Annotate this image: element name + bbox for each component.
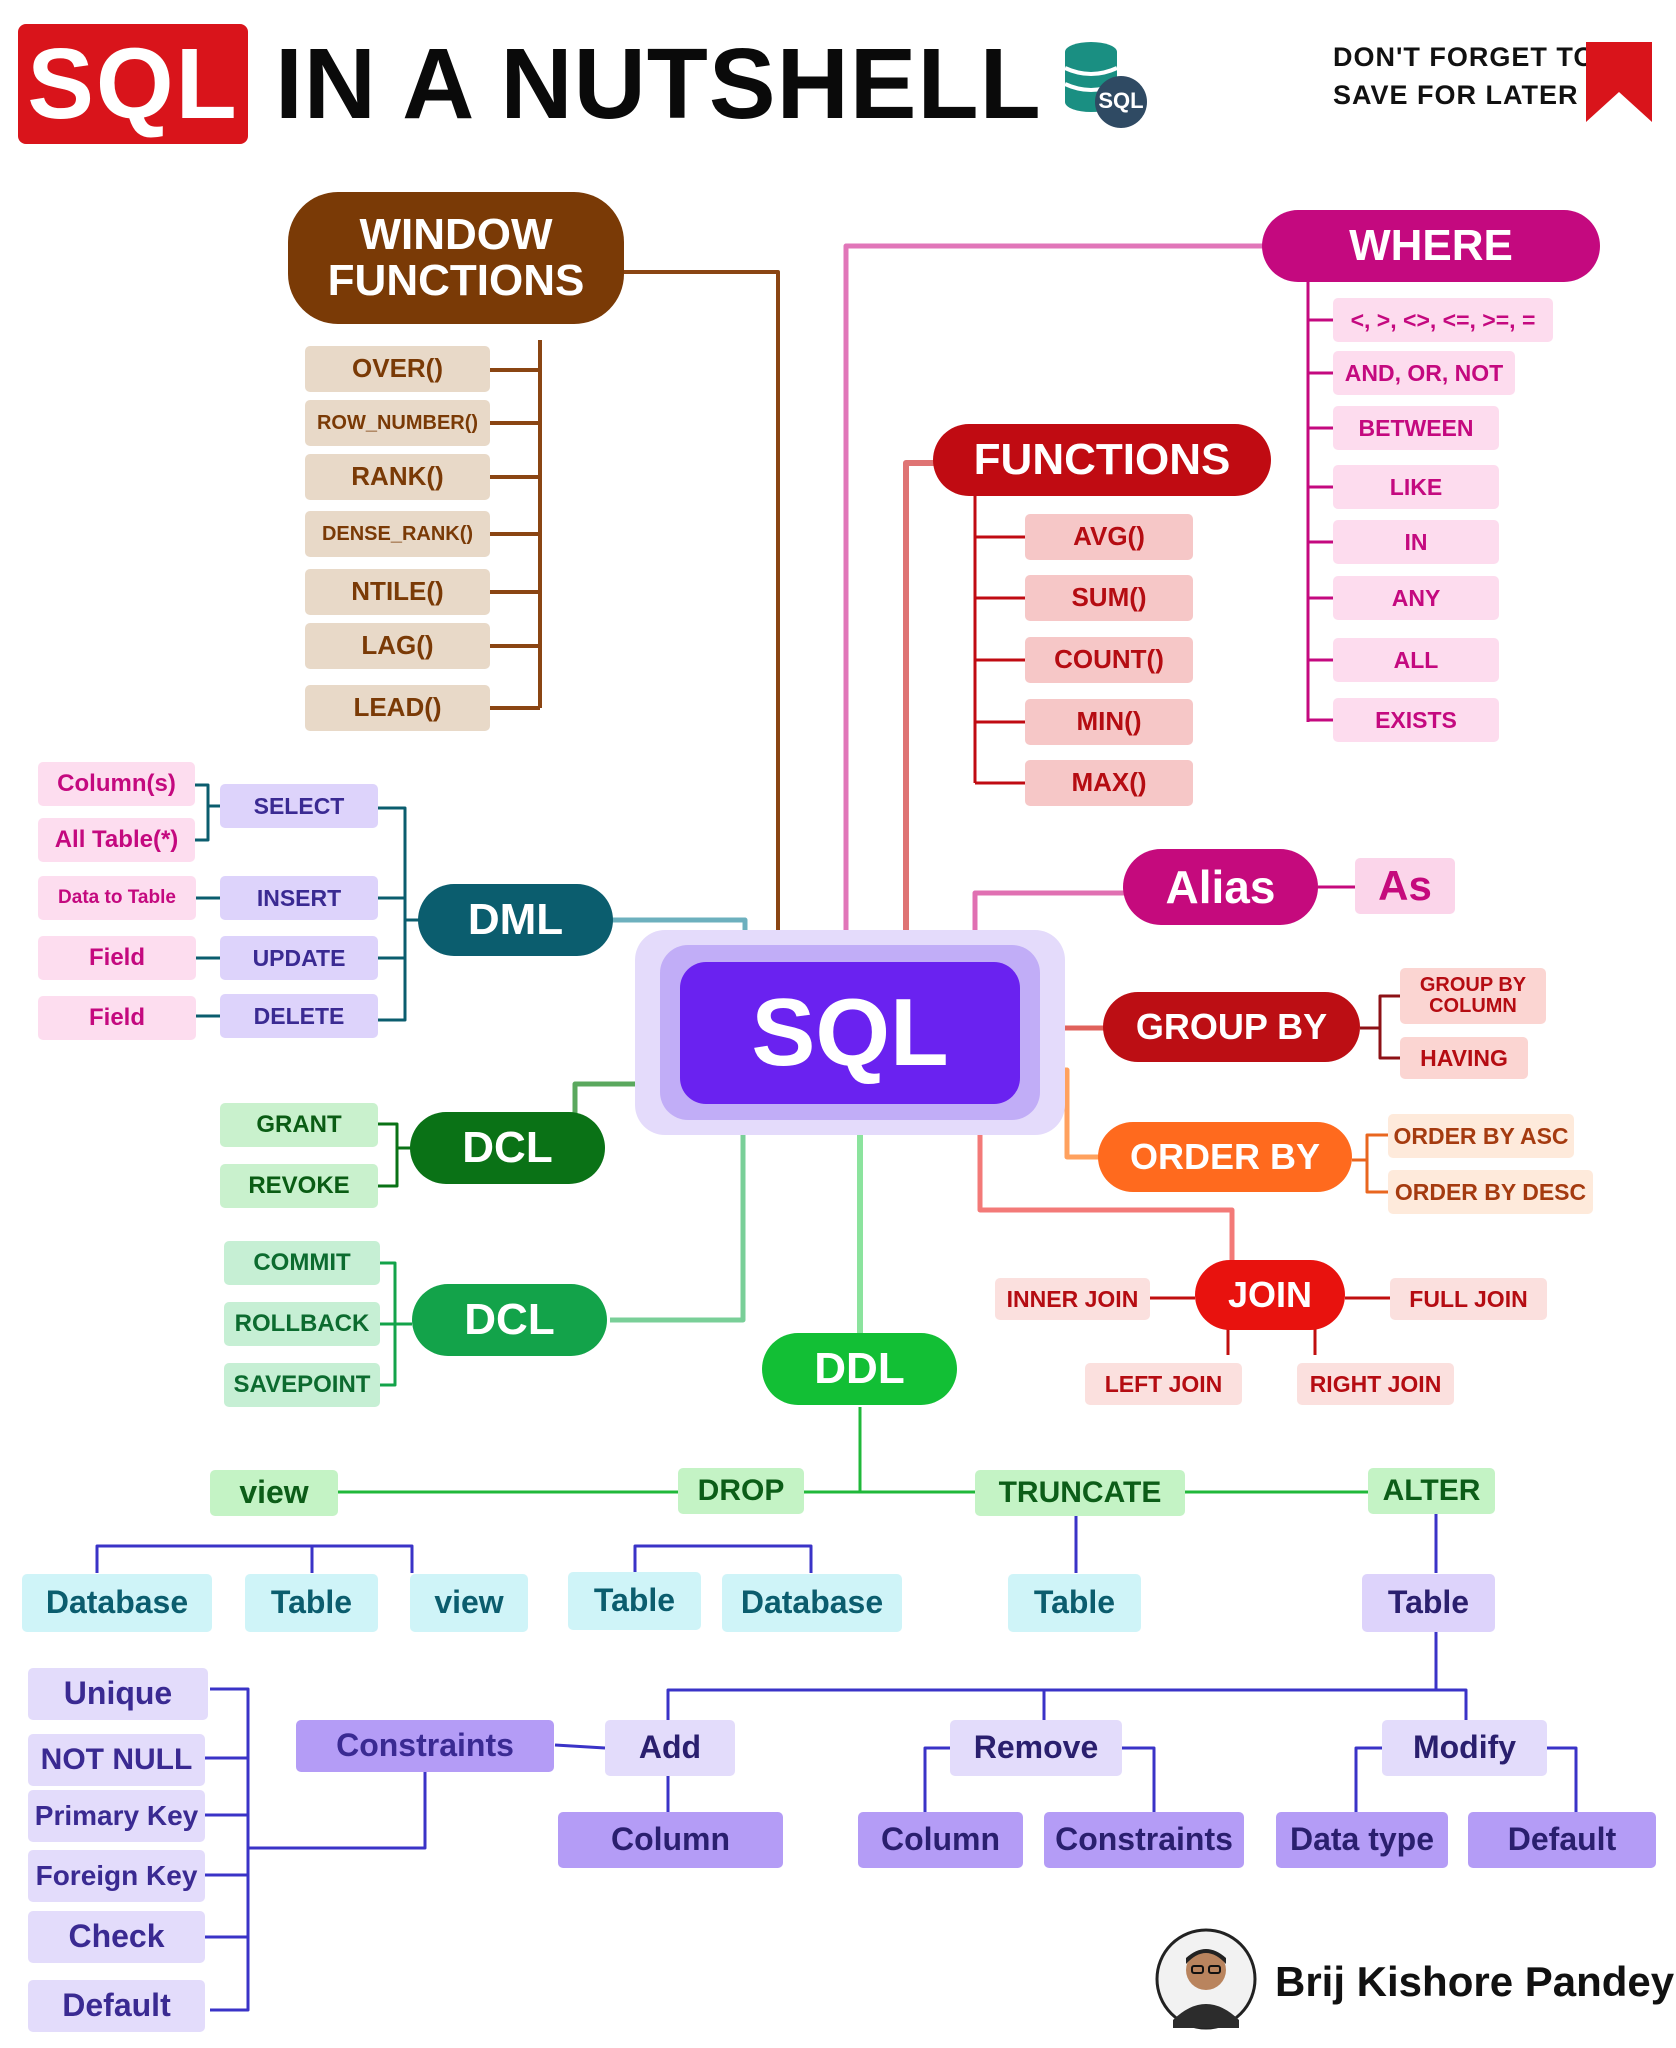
- dml-target-columns: Column(s): [38, 762, 195, 806]
- constraint-primary-key: Primary Key: [28, 1790, 205, 1842]
- title-sql-badge: SQL: [18, 24, 248, 144]
- order-by-desc: ORDER BY DESC: [1388, 1170, 1593, 1214]
- where-operators: <, >, <>, <=, >=, =: [1333, 298, 1553, 342]
- view-view: view: [410, 1574, 528, 1632]
- function-avg: AVG(): [1025, 514, 1193, 560]
- modify-data-type: Data type: [1276, 1812, 1448, 1868]
- function-max: MAX(): [1025, 760, 1193, 806]
- window-fn-dense-rank: DENSE_RANK(): [305, 511, 490, 557]
- join-node: JOIN: [1195, 1260, 1345, 1330]
- where-between: BETWEEN: [1333, 406, 1499, 450]
- alter-modify: Modify: [1382, 1720, 1547, 1776]
- drop-database: Database: [722, 1574, 902, 1632]
- ddl-alter: ALTER: [1368, 1468, 1495, 1514]
- window-fn-rank: RANK(): [305, 454, 490, 500]
- constraint-default: Default: [28, 1980, 205, 2032]
- group-by-node: GROUP BY: [1103, 992, 1360, 1062]
- dml-insert: INSERT: [220, 876, 378, 920]
- join-full: FULL JOIN: [1390, 1278, 1547, 1320]
- sql-hub: SQL: [680, 962, 1020, 1104]
- group-by-having: HAVING: [1400, 1037, 1528, 1079]
- ddl-drop: DROP: [678, 1468, 804, 1514]
- dcl-revoke: REVOKE: [220, 1164, 378, 1208]
- ddl-node: DDL: [762, 1333, 957, 1405]
- where-all: ALL: [1333, 638, 1499, 682]
- join-inner: INNER JOIN: [995, 1278, 1150, 1320]
- window-fn-ntile: NTILE(): [305, 569, 490, 615]
- dml-target-data-to-table: Data to Table: [38, 876, 196, 920]
- window-fn-row-number: ROW_NUMBER(): [305, 400, 490, 446]
- ddl-view: view: [210, 1470, 338, 1516]
- dml-target-all-table: All Table(*): [38, 818, 195, 862]
- tcl-node: DCL: [412, 1284, 607, 1356]
- functions-node: FUNCTIONS: [933, 424, 1271, 496]
- view-database: Database: [22, 1574, 212, 1632]
- tcl-commit: COMMIT: [224, 1241, 380, 1285]
- where-exists: EXISTS: [1333, 698, 1499, 742]
- dml-select: SELECT: [220, 784, 378, 828]
- order-by-asc: ORDER BY ASC: [1388, 1114, 1574, 1158]
- view-table: Table: [245, 1574, 378, 1632]
- alter-remove: Remove: [950, 1720, 1122, 1776]
- where-logical: AND, OR, NOT: [1333, 351, 1515, 395]
- constraints-node: Constraints: [296, 1720, 554, 1772]
- modify-default: Default: [1468, 1812, 1656, 1868]
- function-sum: SUM(): [1025, 575, 1193, 621]
- constraint-not-null: NOT NULL: [28, 1734, 205, 1786]
- dml-node: DML: [418, 884, 613, 956]
- dml-target-field-update: Field: [38, 936, 196, 980]
- dml-target-field-delete: Field: [38, 996, 196, 1040]
- alter-table: Table: [1362, 1574, 1495, 1632]
- add-column: Column: [558, 1812, 783, 1868]
- where-any: ANY: [1333, 576, 1499, 620]
- where-like: LIKE: [1333, 465, 1499, 509]
- author-avatar: [1155, 1928, 1257, 2030]
- author-name: Brij Kishore Pandey: [1275, 1958, 1675, 2005]
- dcl-grant: GRANT: [220, 1103, 378, 1147]
- where-node: WHERE: [1262, 210, 1600, 282]
- where-in: IN: [1333, 520, 1499, 564]
- dml-delete: DELETE: [220, 994, 378, 1038]
- window-fn-lag: LAG(): [305, 623, 490, 669]
- constraint-foreign-key: Foreign Key: [28, 1850, 205, 1902]
- alias-as: As: [1355, 858, 1455, 914]
- join-right: RIGHT JOIN: [1297, 1363, 1454, 1405]
- page-title: IN A NUTSHELL: [275, 27, 1042, 140]
- alter-add: Add: [605, 1720, 735, 1776]
- database-icon: [1064, 42, 1147, 128]
- order-by-node: ORDER BY: [1098, 1122, 1352, 1192]
- truncate-table: Table: [1008, 1574, 1141, 1632]
- bookmark-icon[interactable]: [1586, 42, 1652, 122]
- save-reminder: DON'T FORGET TO SAVE FOR LATER !: [1333, 42, 1597, 110]
- group-by-column: GROUP BY COLUMN: [1400, 968, 1546, 1024]
- function-count: COUNT(): [1025, 637, 1193, 683]
- window-fn-over: OVER(): [305, 346, 490, 392]
- window-functions-node: WINDOW FUNCTIONS: [288, 192, 624, 324]
- ddl-truncate: TRUNCATE: [975, 1470, 1185, 1516]
- join-left: LEFT JOIN: [1085, 1363, 1242, 1405]
- alias-node: Alias: [1123, 849, 1318, 925]
- drop-table: Table: [568, 1572, 701, 1630]
- database-icon-label: SQL: [1098, 88, 1144, 113]
- dml-update: UPDATE: [220, 936, 378, 980]
- constraint-unique: Unique: [28, 1668, 208, 1720]
- remove-column: Column: [858, 1812, 1023, 1868]
- tcl-rollback: ROLLBACK: [224, 1302, 380, 1346]
- remove-constraints: Constraints: [1044, 1812, 1244, 1868]
- function-min: MIN(): [1025, 699, 1193, 745]
- window-fn-lead: LEAD(): [305, 685, 490, 731]
- constraint-check: Check: [28, 1911, 205, 1963]
- tcl-savepoint: SAVEPOINT: [224, 1363, 380, 1407]
- dcl-node: DCL: [410, 1112, 605, 1184]
